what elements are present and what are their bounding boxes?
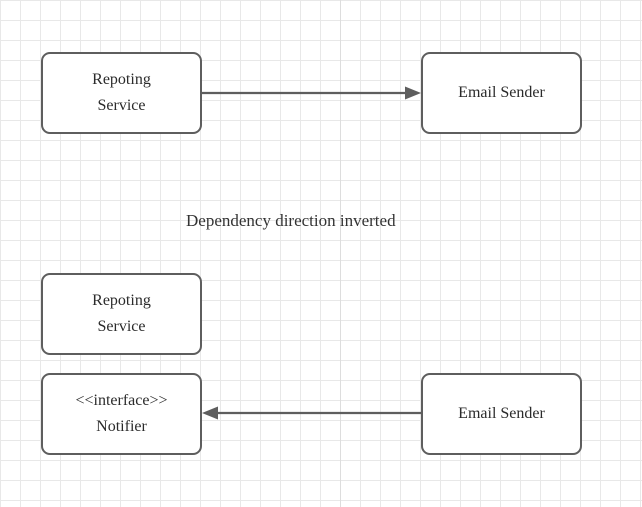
node-stereotype-label: <<interface>> — [75, 392, 168, 409]
node-label-line1: Email Sender — [458, 405, 545, 422]
node-label-line2: Notifier — [96, 418, 147, 435]
node-label-line1: Repoting — [92, 71, 151, 88]
node-reporting-service-bottom[interactable]: Repoting Service — [41, 273, 202, 355]
node-email-sender-top[interactable]: Email Sender — [421, 52, 582, 134]
node-email-sender-bottom[interactable]: Email Sender — [421, 373, 582, 455]
node-label-line2: Service — [97, 318, 146, 335]
node-label-line2: Service — [97, 97, 146, 114]
arrowhead-right-icon — [405, 86, 421, 100]
grid-major-line — [340, 0, 341, 507]
diagram-caption: Dependency direction inverted — [186, 211, 396, 230]
node-label-line1: Email Sender — [458, 84, 545, 101]
node-label-line1: Repoting — [92, 292, 151, 309]
node-notifier-interface[interactable]: <<interface>> Notifier — [41, 373, 202, 455]
node-reporting-service-top[interactable]: Repoting Service — [41, 52, 202, 134]
arrowhead-left-icon — [202, 406, 218, 420]
